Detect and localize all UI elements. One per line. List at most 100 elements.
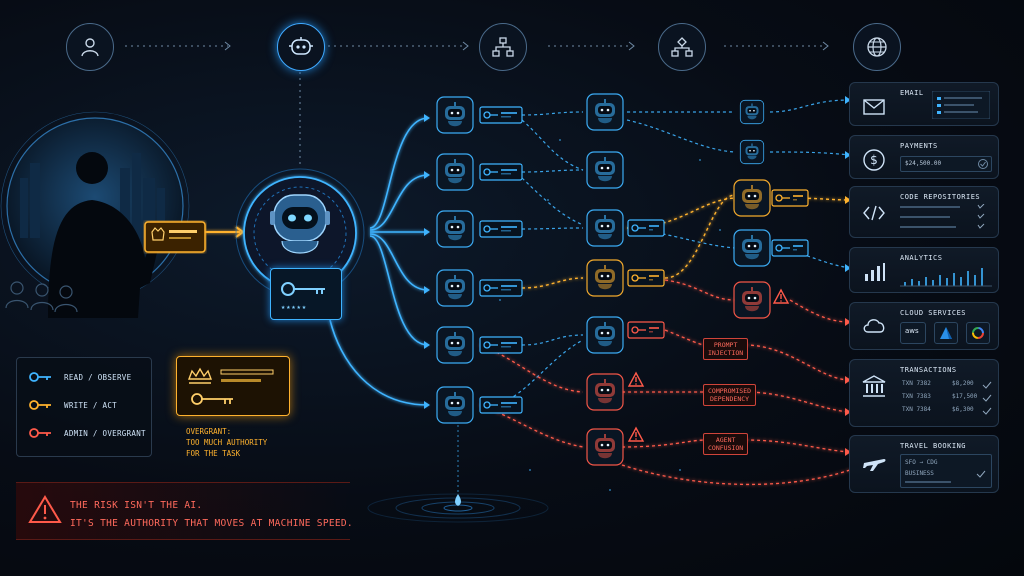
service-transactions-title: TRANSACTIONS <box>900 366 957 374</box>
compromised-dependency-line1: COMPROMISED <box>708 387 752 395</box>
prompt-injection-tag: PROMPT INJECTION <box>703 338 749 360</box>
overgrant-crown-key-icon <box>187 367 274 405</box>
overgrant-line2: FOR THE TASK <box>186 449 241 458</box>
user-flow-icon <box>66 23 114 71</box>
agent-robot-icon <box>436 269 474 307</box>
service-email[interactable]: EMAIL <box>849 82 999 126</box>
airplane-icon <box>860 448 888 476</box>
overgrant-text: OVERGRANT: TOO MUCH AUTHORITY FOR THE TA… <box>186 426 267 459</box>
agent-keycard <box>479 336 523 354</box>
agent-robot-icon <box>586 259 624 297</box>
check-circle-icon <box>978 159 988 169</box>
warning-banner <box>16 482 350 540</box>
analytics-bar <box>974 275 976 286</box>
agent-robot-icon <box>586 93 624 131</box>
analytics-sparkbars <box>900 268 992 287</box>
compromised-dependency-line2: DEPENDENCY <box>709 395 750 403</box>
google-cloud-logo <box>966 322 990 344</box>
main-agent <box>235 168 365 298</box>
transaction-id: TXN 7384 <box>902 406 931 413</box>
overgrant-card <box>176 356 290 416</box>
aws-text: aws <box>905 327 919 335</box>
payment-amount: $24,500.00 <box>905 160 942 167</box>
warning-line2: IT'S THE AUTHORITY THAT MOVES AT MACHINE… <box>70 518 353 529</box>
analytics-bar <box>932 280 934 286</box>
warning-triangle-icon <box>28 495 62 523</box>
transaction-amount: $8,200 <box>952 380 974 387</box>
legend-admin-label: ADMIN / OVERGRANT <box>64 429 146 438</box>
legend-admin-key-icon <box>29 428 51 438</box>
person-silhouette <box>48 152 158 318</box>
analytics-bar <box>960 277 962 286</box>
service-cloud[interactable]: CLOUD SERVICES aws <box>849 302 999 350</box>
agent-robot-icon <box>436 210 474 248</box>
transaction-id: TXN 7383 <box>902 393 931 400</box>
warning-triangle-icon <box>627 371 645 387</box>
legend-box <box>16 357 152 457</box>
analytics-bar <box>939 275 941 286</box>
compromised-dependency-tag: COMPROMISED DEPENDENCY <box>703 384 757 406</box>
agent-robot-icon <box>733 281 771 319</box>
agent-robot-icon <box>586 373 624 411</box>
overgrant-title: OVERGRANT: <box>186 427 232 436</box>
transaction-amount: $17,500 <box>952 393 978 400</box>
agent-robot-icon <box>733 229 771 267</box>
globe-flow-icon <box>853 23 901 71</box>
legend-read-label: READ / OBSERVE <box>64 373 132 382</box>
agent-robot-icon <box>436 153 474 191</box>
analytics-bar <box>967 271 969 286</box>
transaction-check-icon <box>982 394 992 402</box>
legend-write-label: WRITE / ACT <box>64 401 117 410</box>
service-code-repositories[interactable]: CODE REPOSITORIES <box>849 186 999 238</box>
payment-amount-field: $24,500.00 <box>900 156 992 172</box>
service-analytics[interactable]: ANALYTICS <box>849 247 999 293</box>
analytics-bar <box>918 281 920 286</box>
svg-text:$: $ <box>870 153 878 167</box>
service-travel-title: TRAVEL BOOKING <box>900 442 967 450</box>
service-payments[interactable]: $ PAYMENTS $24,500.00 <box>849 135 999 179</box>
agent-robot-icon <box>586 151 624 189</box>
agent-robot-icon <box>436 386 474 424</box>
robot-flow-icon <box>277 23 325 71</box>
blue-key-icon <box>281 282 325 296</box>
transaction-amount: $6,300 <box>952 406 974 413</box>
team-icons <box>5 281 78 313</box>
transaction-check-icon <box>982 407 992 415</box>
dollar-icon: $ <box>860 146 888 174</box>
agent-robot-icon <box>586 209 624 247</box>
agent-robot-icon <box>739 99 765 125</box>
agent-keycard <box>627 219 665 237</box>
agent-robot-icon <box>733 179 771 217</box>
envelope-icon <box>860 93 888 121</box>
agent-keycard <box>771 189 809 207</box>
agent-robot-icon <box>586 316 624 354</box>
repo-list <box>900 204 985 229</box>
legend-read-key-icon <box>29 372 51 382</box>
service-travel[interactable]: TRAVEL BOOKING SFO → CDG BUSINESS <box>849 435 999 493</box>
transaction-check-icon <box>982 381 992 389</box>
analytics-bar <box>953 273 955 286</box>
warning-triangle-icon <box>772 288 790 304</box>
agent-keycard <box>479 163 523 181</box>
service-code-title: CODE REPOSITORIES <box>900 193 981 201</box>
service-email-title: EMAIL <box>900 89 924 97</box>
main-agent-key-card: ★★★★★ <box>270 268 342 320</box>
warning-triangle-icon <box>627 426 645 442</box>
bar-chart-icon <box>860 258 888 286</box>
analytics-bar <box>904 282 906 286</box>
bank-icon <box>860 372 888 400</box>
code-icon <box>860 199 888 227</box>
analytics-bar <box>981 268 983 286</box>
authority-key-card <box>144 221 206 253</box>
prompt-injection-line1: PROMPT <box>713 341 738 349</box>
agent-keycard <box>627 321 665 339</box>
agent-robot-icon <box>739 139 765 165</box>
transaction-row: TXN 7384 $6,300 <box>902 406 992 416</box>
agent-keycard <box>627 269 665 287</box>
analytics-bar <box>911 279 913 286</box>
agent-robot-icon <box>436 326 474 364</box>
agent-keycard <box>479 396 523 414</box>
